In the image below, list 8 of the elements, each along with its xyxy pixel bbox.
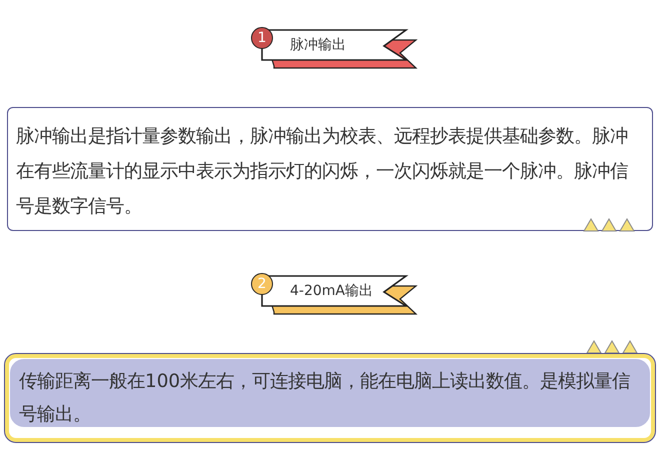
number-badge: 2 xyxy=(251,273,273,295)
heading-text: 4-20mA输出 xyxy=(290,282,373,301)
number-badge: 1 xyxy=(251,27,273,49)
paragraph: 传输距离一般在100米左右，可连接电脑，能在电脑上读出数值。是模拟量信号输出。 xyxy=(10,359,650,427)
text-card xyxy=(7,107,653,231)
heading-text: 脉冲输出 xyxy=(290,36,346,55)
text-card xyxy=(4,353,656,443)
paragraph: 脉冲输出是指计量参数输出，脉冲输出为校表、远程抄表提供基础参数。脉冲在有些流量计的显示中表示为指示灯的闪烁，一次闪烁就是一个脉冲。脉冲信号是数字信号。 xyxy=(16,125,629,219)
